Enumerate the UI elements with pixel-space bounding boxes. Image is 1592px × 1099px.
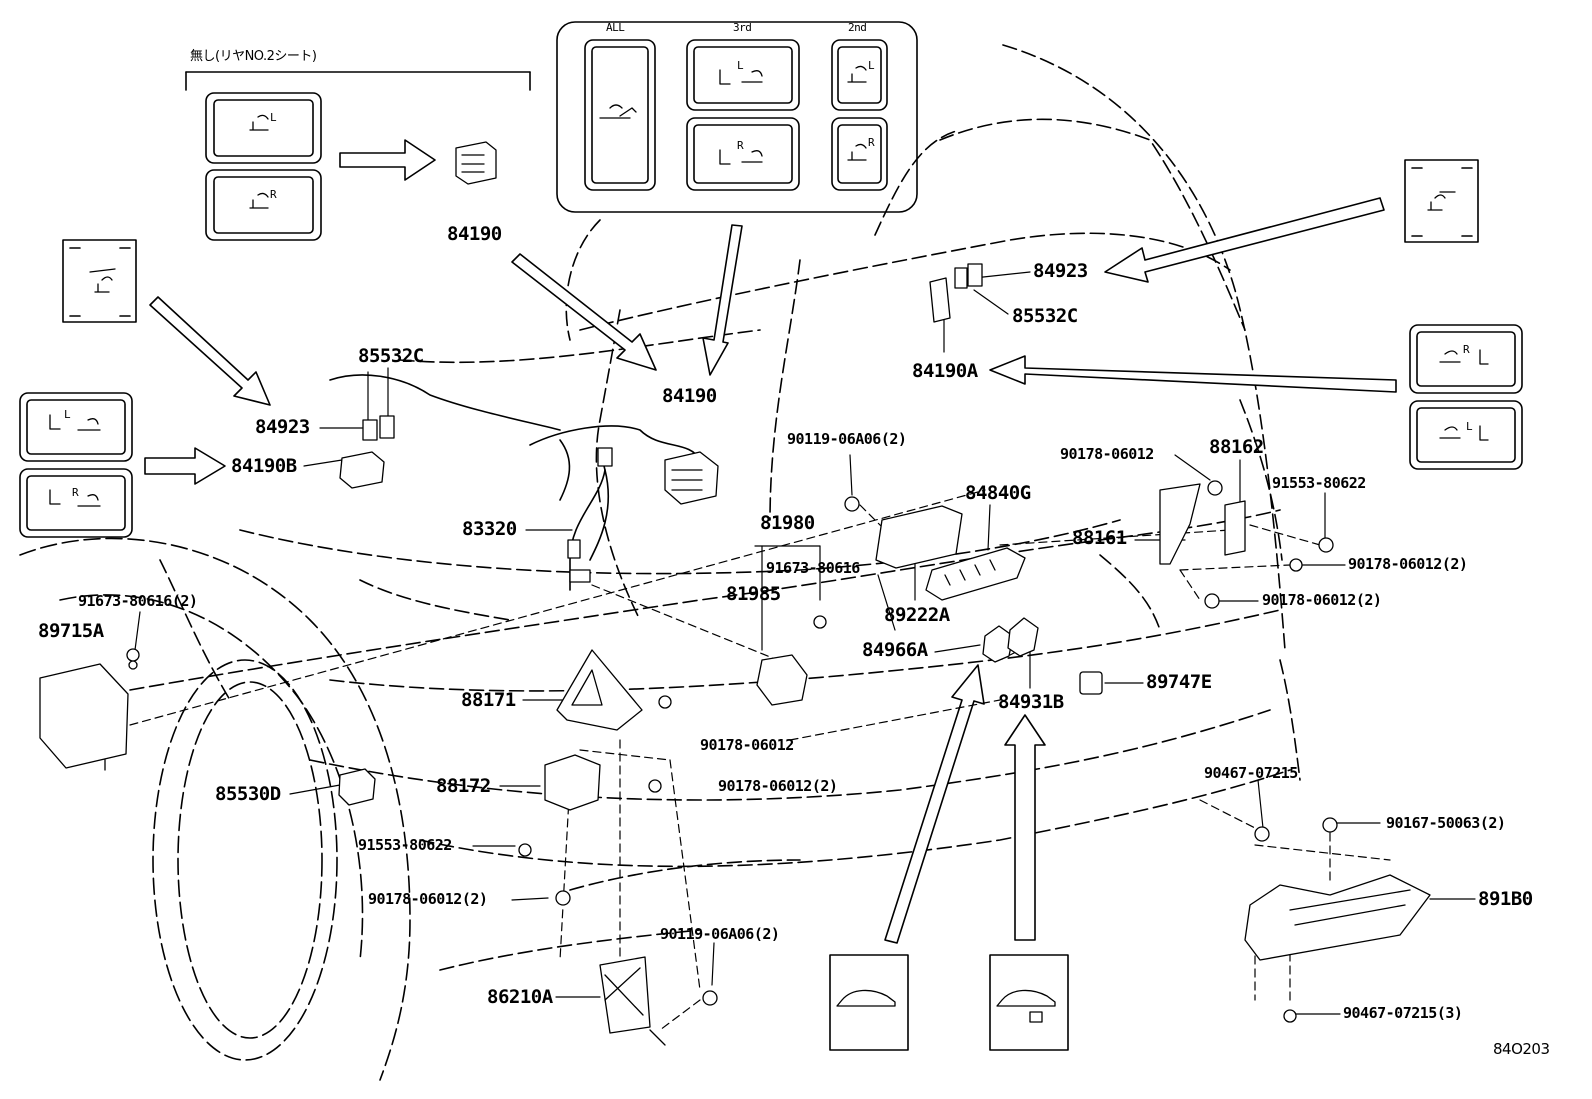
panel-label-all: ALL [606,21,625,34]
part-label-88162: 88162 [1209,436,1264,458]
part-label-88171: 88171 [461,689,516,711]
switch-letter: L [737,59,744,72]
switch-letter: R [737,139,744,152]
panel-label-third: 3rd [733,21,752,34]
part-label-84931b: 84931B [998,691,1064,713]
switch-letter: R [270,188,277,201]
panel-label-second: 2nd [848,21,867,34]
part-label-90178-06012: 90178-06012(2) [1262,591,1382,609]
switch-letter: L [64,408,71,421]
switch-letter: L [1466,420,1473,433]
part-label-84190: 84190 [447,223,502,245]
part-label-88172: 88172 [436,775,491,797]
part-label-90178-06012: 90178-06012 [1060,445,1154,463]
seat-pictograms [49,65,1489,1023]
part-label-84923: 84923 [255,416,310,438]
switch-letter: R [868,136,875,149]
part-label-86210a: 86210A [487,986,553,1008]
part-label-84190a: 84190A [912,360,978,382]
switch-letter: L [868,59,875,72]
part-label-85532c: 85532C [358,345,424,367]
part-label-81980: 81980 [760,512,815,534]
part-label-91553-80622: 91553-80622 [1272,474,1366,492]
part-label-90467-07215: 90467-07215(3) [1343,1004,1463,1022]
switch-letter: R [1463,343,1470,356]
icon-boxes [19,159,1523,1051]
part-label-81985: 81985 [726,583,781,605]
part-label-88161: 88161 [1072,527,1127,549]
part-label-84966a: 84966A [862,639,928,661]
part-label-85530d: 85530D [215,783,281,805]
part-label-89222a: 89222A [884,604,950,626]
part-label-891b0: 891B0 [1478,888,1533,910]
switch-letter: L [270,111,277,124]
part-label-90178-06012: 90178-06012 [700,736,794,754]
part-label-89715a: 89715A [38,620,104,642]
part-label-90178-06012: 90178-06012(2) [1348,555,1468,573]
part-label-91553-80622: 91553-80622 [358,836,452,854]
part-label-84923: 84923 [1033,260,1088,282]
part-label-85532c: 85532C [1012,305,1078,327]
part-label-90178-06012: 90178-06012(2) [368,890,488,908]
part-label-84840g: 84840G [965,482,1031,504]
center-switch-panel [556,21,918,213]
switch-letter: R [72,486,79,499]
part-label-90178-06012: 90178-06012(2) [718,777,838,795]
part-label-90467-07215: 90467-07215 [1204,764,1298,782]
no-second-row-seat-note: 無し(リヤNO.2シート) [190,49,317,64]
part-label-90167-50063: 90167-50063(2) [1386,814,1506,832]
part-label-91673-80616: 91673-80616 [766,559,860,577]
component-shapes [39,141,1431,1046]
part-label-84190: 84190 [662,385,717,407]
part-label-90119-06a06: 90119-06A06(2) [787,430,907,448]
part-label-84190b: 84190B [231,455,297,477]
part-label-83320: 83320 [462,518,517,540]
pointer-arrows [144,139,1397,944]
left-switch-group [185,71,531,241]
diagram-code: 84O203 [1493,1040,1550,1058]
wheel [19,537,411,1081]
part-label-90119-06a06: 90119-06A06(2) [660,925,780,943]
part-label-91673-80616: 91673-80616(2) [78,592,198,610]
part-label-89747e: 89747E [1146,671,1212,693]
